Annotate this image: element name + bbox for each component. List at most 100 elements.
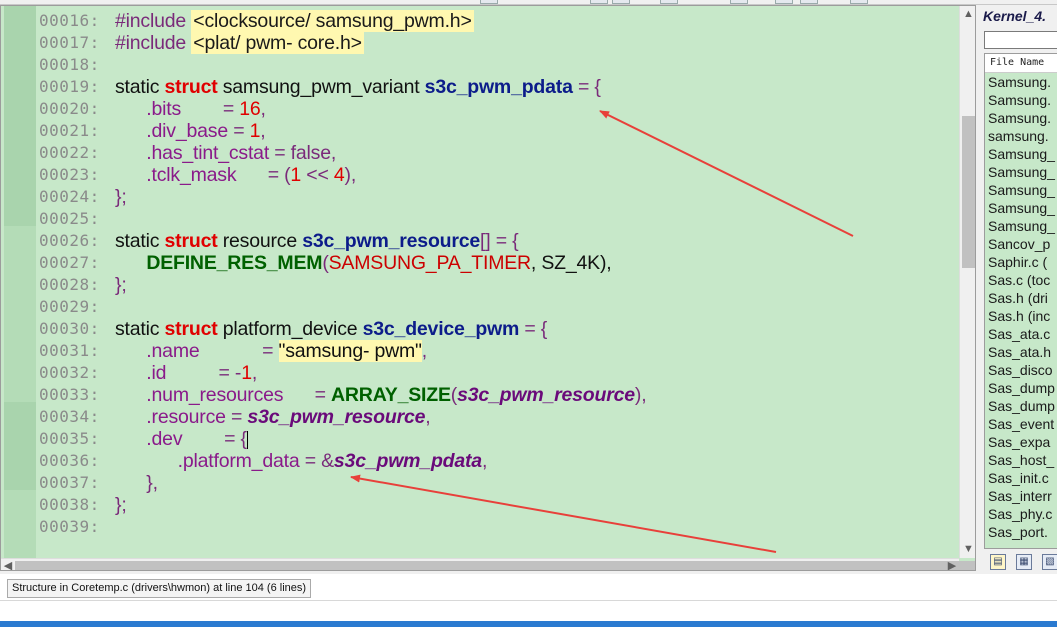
- code-line[interactable]: 00038:};: [39, 494, 127, 516]
- code-token: struct: [164, 318, 218, 340]
- code-text: #include <clocksource/ samsung_pwm.h>: [115, 10, 474, 32]
- project-file-panel: Kernel_4. File Name Samsung.Samsung.Sams…: [978, 5, 1057, 571]
- file-list-item[interactable]: Sas_host_: [988, 452, 1055, 468]
- code-line[interactable]: 00020: .bits = 16,: [39, 98, 266, 120]
- code-line[interactable]: 00019:static struct samsung_pwm_variant …: [39, 76, 601, 98]
- file-list-item[interactable]: Samsung.: [988, 92, 1052, 108]
- file-list-item[interactable]: Sas_port.: [988, 524, 1048, 540]
- toolbar-button-icon[interactable]: [660, 0, 678, 4]
- code-line[interactable]: 00033: .num_resources = ARRAY_SIZE(s3c_p…: [39, 384, 647, 406]
- vertical-scrollbar[interactable]: ▲ ▼: [959, 6, 975, 558]
- code-line[interactable]: 00023: .tclk_mask = (1 << 4),: [39, 164, 356, 186]
- vertical-scroll-thumb[interactable]: [962, 116, 975, 268]
- toolbar: [0, 0, 1057, 5]
- code-line[interactable]: 00028:};: [39, 274, 127, 296]
- file-list[interactable]: File Name Samsung. Samsung. Samsung. samsun…: [984, 53, 1057, 549]
- code-editor[interactable]: 00016:#include <clocksource/ samsung_pwm…: [0, 5, 976, 571]
- file-list-item[interactable]: Sas.h (dri: [988, 290, 1048, 306]
- code-token: false: [290, 142, 331, 164]
- file-list-item[interactable]: Samsung.: [988, 110, 1052, 126]
- file-list-item[interactable]: Sas_dump: [988, 380, 1055, 396]
- code-token: s3c_pwm_resource: [247, 406, 426, 428]
- code-line[interactable]: 00024:};: [39, 186, 127, 208]
- toolbar-button-icon[interactable]: [800, 0, 818, 4]
- code-token: = {: [519, 318, 548, 340]
- code-text: .has_tint_cstat = false,: [115, 142, 336, 164]
- code-line[interactable]: 00036: .platform_data = &s3c_pwm_pdata,: [39, 450, 487, 472]
- code-token: samsung_pwm_variant: [217, 76, 425, 98]
- code-line[interactable]: 00029:: [39, 296, 100, 318]
- line-number: 00024:: [39, 187, 100, 206]
- symbol-list-icon[interactable]: ▦: [1016, 554, 1032, 570]
- toolbar-button-icon[interactable]: [480, 0, 498, 4]
- line-number: 00028:: [39, 275, 100, 294]
- file-list-item[interactable]: Sas_interr: [988, 488, 1052, 504]
- code-token: s3c_device_pwm: [362, 318, 520, 340]
- line-number: 00018:: [39, 55, 100, 74]
- file-list-item[interactable]: Samsung_: [988, 164, 1055, 180]
- file-list-item[interactable]: samsung.: [988, 128, 1049, 144]
- code-line[interactable]: 00032: .id = -1,: [39, 362, 257, 384]
- file-name-column-header[interactable]: File Name: [985, 54, 1057, 73]
- code-token: platform_device: [217, 318, 363, 340]
- code-line[interactable]: 00016:#include <clocksource/ samsung_pwm…: [39, 10, 474, 32]
- code-line[interactable]: 00017:#include <plat/ pwm- core.h>: [39, 32, 364, 54]
- code-token: 1: [249, 120, 261, 142]
- file-list-item[interactable]: Sas.c (toc: [988, 272, 1051, 288]
- line-number: 00021:: [39, 121, 100, 140]
- scroll-right-icon[interactable]: ▶: [947, 560, 957, 571]
- toolbar-button-icon[interactable]: [775, 0, 793, 4]
- code-token: SAMSUNG_PA_TIMER: [328, 252, 532, 274]
- file-list-item[interactable]: Sas_expa: [988, 434, 1051, 450]
- code-token: ARRAY_SIZE: [331, 384, 451, 406]
- code-text: .num_resources = ARRAY_SIZE(s3c_pwm_reso…: [115, 384, 646, 406]
- scroll-up-icon[interactable]: ▲: [963, 8, 974, 20]
- project-files-icon[interactable]: ▤: [990, 554, 1006, 570]
- line-number: 00027:: [39, 253, 100, 272]
- file-list-item[interactable]: Sas_init.c: [988, 470, 1049, 486]
- selection-margin[interactable]: [4, 6, 36, 558]
- file-list-item[interactable]: Sas_ata.h: [988, 344, 1052, 360]
- code-line[interactable]: 00021: .div_base = 1,: [39, 120, 266, 142]
- code-line[interactable]: 00039:: [39, 516, 100, 538]
- relation-window-icon[interactable]: ▧: [1042, 554, 1057, 570]
- toolbar-button-icon[interactable]: [612, 0, 630, 4]
- code-line[interactable]: 00035: .dev = {: [39, 428, 248, 450]
- toolbar-button-icon[interactable]: [730, 0, 748, 4]
- code-line[interactable]: 00018:: [39, 54, 100, 76]
- file-list-item[interactable]: Sas_phy.c: [988, 506, 1053, 522]
- code-token: <clocksource/ samsung_pwm.h>: [191, 10, 474, 32]
- code-token: ,: [330, 142, 337, 164]
- code-line[interactable]: 00027: DEFINE_RES_MEM(SAMSUNG_PA_TIMER, …: [39, 252, 612, 274]
- code-line[interactable]: 00026:static struct resource s3c_pwm_res…: [39, 230, 519, 252]
- code-line[interactable]: 00030:static struct platform_device s3c_…: [39, 318, 547, 340]
- code-token: , SZ_4K),: [530, 252, 612, 274]
- code-line[interactable]: 00025:: [39, 208, 100, 230]
- code-line[interactable]: 00031: .name = "samsung- pwm",: [39, 340, 427, 362]
- code-line[interactable]: 00037: },: [39, 472, 158, 494]
- code-line[interactable]: 00022: .has_tint_cstat = false,: [39, 142, 336, 164]
- scroll-left-icon[interactable]: ◀: [3, 560, 13, 571]
- file-list-item[interactable]: Sancov_p: [988, 236, 1051, 252]
- toolbar-button-icon[interactable]: [850, 0, 868, 4]
- file-list-item[interactable]: Sas_disco: [988, 362, 1053, 378]
- file-list-item[interactable]: Sas_dump: [988, 398, 1055, 414]
- horizontal-scrollbar[interactable]: ◀ ▶: [1, 558, 975, 571]
- line-number: 00031:: [39, 341, 100, 360]
- toolbar-button-icon[interactable]: [590, 0, 608, 4]
- file-list-item[interactable]: Samsung_: [988, 200, 1055, 216]
- code-token: 1: [290, 164, 302, 186]
- file-list-item[interactable]: Saphir.c (: [988, 254, 1048, 270]
- code-line[interactable]: 00034: .resource = s3c_pwm_resource,: [39, 406, 431, 428]
- file-list-item[interactable]: Samsung_: [988, 218, 1055, 234]
- scroll-down-icon[interactable]: ▼: [963, 543, 974, 555]
- file-list-item[interactable]: Samsung.: [988, 74, 1052, 90]
- file-search-input[interactable]: [984, 31, 1057, 49]
- file-list-item[interactable]: Samsung_: [988, 182, 1055, 198]
- code-text: .platform_data = &s3c_pwm_pdata,: [115, 450, 488, 472]
- horizontal-scroll-thumb[interactable]: [15, 561, 975, 570]
- file-list-item[interactable]: Sas.h (inc: [988, 308, 1051, 324]
- file-list-item[interactable]: Samsung_: [988, 146, 1055, 162]
- file-list-item[interactable]: Sas_event: [988, 416, 1055, 432]
- file-list-item[interactable]: Sas_ata.c: [988, 326, 1051, 342]
